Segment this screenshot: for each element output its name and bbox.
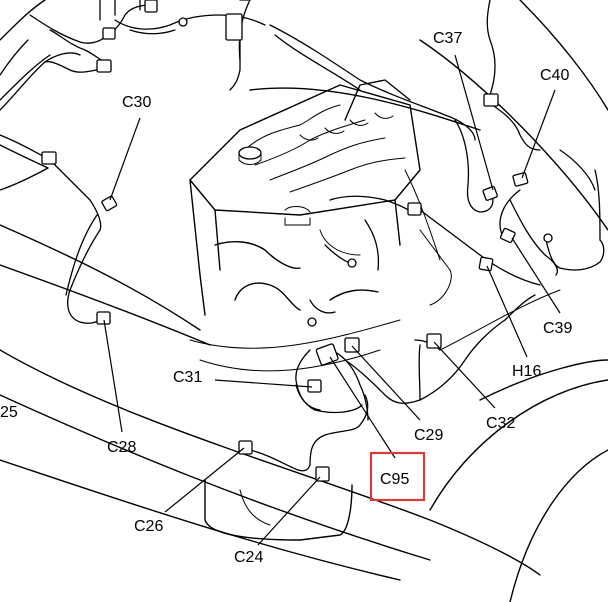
- leader-lines: [103, 54, 561, 546]
- label-c37[interactable]: C37: [433, 30, 462, 47]
- connector-c30[interactable]: [101, 195, 118, 212]
- connector-c28[interactable]: [96, 311, 111, 325]
- callout-labels: C37 C40 C30 C39 H16 C31 C29 C32 C28 C95 …: [0, 30, 572, 566]
- connector-c39[interactable]: [499, 227, 516, 244]
- connector-c32[interactable]: [426, 333, 442, 349]
- highlight-box-c95: [369, 451, 426, 502]
- engine-block: [189, 79, 452, 316]
- label-c39[interactable]: C39: [543, 320, 572, 337]
- connector-c40[interactable]: [512, 172, 529, 187]
- label-h16[interactable]: H16: [512, 363, 541, 380]
- label-c28[interactable]: C28: [107, 439, 136, 456]
- label-c26[interactable]: C26: [134, 518, 163, 535]
- label-c40[interactable]: C40: [540, 67, 569, 84]
- connector-c26[interactable]: [238, 440, 253, 455]
- connectors: [41, 0, 553, 482]
- label-c24[interactable]: C24: [234, 549, 263, 566]
- label-c95[interactable]: C95: [380, 471, 409, 488]
- connector-c29[interactable]: [344, 337, 360, 353]
- label-c32[interactable]: C32: [486, 415, 515, 432]
- connector-c31[interactable]: [307, 379, 322, 393]
- label-c29[interactable]: C29: [414, 427, 443, 444]
- connector-c95[interactable]: [315, 343, 339, 366]
- label-c25-partial[interactable]: 25: [0, 404, 18, 421]
- label-c31[interactable]: C31: [173, 369, 202, 386]
- connector-c37[interactable]: [482, 186, 498, 201]
- label-c30[interactable]: C30: [122, 94, 151, 111]
- connector-h16[interactable]: [478, 256, 494, 272]
- connector-misc: [41, 0, 553, 327]
